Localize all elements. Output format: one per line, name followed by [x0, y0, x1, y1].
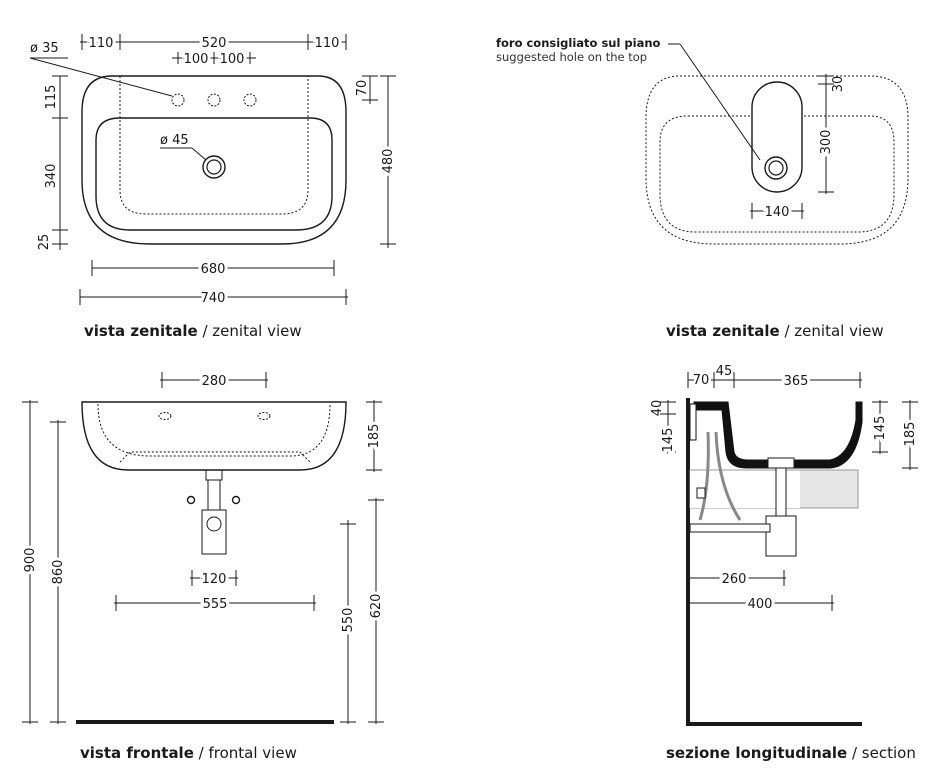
drain-inner	[206, 159, 222, 175]
caption-bold: vista zenitale	[666, 322, 780, 340]
drain-outer	[764, 156, 788, 180]
dim-40: 40	[650, 400, 665, 417]
dim-145-right: 145	[873, 416, 888, 441]
dim-480: 480	[381, 149, 396, 174]
caption-separator: /	[779, 322, 795, 340]
dim-30: 30	[831, 76, 846, 93]
dim-140: 140	[765, 205, 790, 220]
top-left-zenital-view: 110 520 110 100 100 ø 35 ø 45 115 340 25…	[29, 33, 399, 309]
inner-bowl-dotted	[659, 115, 895, 233]
caption-english: zenital view	[794, 322, 884, 340]
tap-hole-right	[243, 93, 257, 107]
tap-hole-left	[171, 93, 185, 107]
wall-and-floor	[686, 398, 862, 726]
drain-outer	[202, 155, 226, 179]
dim-300: 300	[819, 130, 834, 155]
basin-outline	[81, 75, 347, 245]
dim-550: 550	[341, 608, 356, 633]
caption-top-right: vista zenitale / zenital view	[666, 322, 884, 340]
note-italian: foro consigliato sul piano	[496, 36, 661, 50]
dim-25: 25	[37, 234, 52, 251]
basin-bowl-hidden	[97, 403, 331, 457]
top-right-zenital-view: 30 300 140	[645, 43, 909, 245]
dim-110-right: 110	[315, 36, 340, 51]
caption-bottom-right: sezione longitudinale / section	[666, 744, 916, 762]
hole-slot	[751, 81, 803, 193]
basin-section	[693, 401, 863, 469]
dim-45: 45	[716, 364, 733, 379]
dim-70: 70	[355, 80, 370, 97]
dim-phi-35: ø 35	[30, 41, 59, 56]
dim-520: 520	[202, 36, 227, 51]
dim-280: 280	[202, 374, 227, 389]
dim-100-b: 100	[220, 52, 245, 67]
caption-bold: vista zenitale	[84, 322, 198, 340]
inner-bowl	[95, 117, 333, 231]
drain-inner	[768, 160, 784, 176]
caption-bottom-left: vista frontale / frontal view	[80, 744, 297, 762]
dim-260: 260	[722, 572, 747, 587]
bottom-right-section: 70 45 365 40 145 145 185 260 400	[650, 364, 921, 726]
dim-400: 400	[748, 597, 773, 612]
basin-front	[81, 401, 347, 471]
dim-740: 740	[201, 291, 226, 306]
dim-145-left: 145	[661, 428, 676, 453]
tap-hole-center	[207, 93, 221, 107]
basin-outline-dotted	[645, 75, 909, 245]
dim-120: 120	[202, 572, 227, 587]
note-english: suggested hole on the top	[496, 50, 648, 64]
dim-365: 365	[784, 374, 809, 389]
dim-110-left: 110	[89, 36, 114, 51]
dim-185: 185	[367, 424, 382, 449]
caption-separator: /	[847, 744, 862, 762]
dim-100-a: 100	[184, 52, 209, 67]
bottom-left-frontal-view: 280 185 900 860 120 555 550 620	[20, 371, 387, 724]
caption-bold: vista frontale	[80, 744, 194, 762]
dim-860: 860	[51, 560, 66, 585]
hidden-outline	[119, 76, 309, 215]
caption-english: section	[861, 744, 916, 762]
caption-english: zenital view	[212, 322, 302, 340]
caption-top-left: vista zenitale / zenital view	[84, 322, 302, 340]
suggested-hole-note: foro consigliato sul piano suggested hol…	[496, 36, 660, 64]
caption-bold: sezione longitudinale	[666, 744, 848, 762]
dim-115: 115	[44, 85, 59, 110]
caption-separator: /	[197, 322, 213, 340]
dim-555: 555	[203, 597, 228, 612]
caption-english: frontal view	[208, 744, 297, 762]
dim-70: 70	[693, 373, 710, 388]
dim-620: 620	[369, 594, 384, 619]
dim-340: 340	[44, 164, 59, 189]
dim-680: 680	[201, 262, 226, 277]
dim-185: 185	[903, 422, 918, 447]
dim-phi-45: ø 45	[160, 133, 189, 148]
caption-separator: /	[193, 744, 209, 762]
dim-900: 900	[23, 548, 38, 573]
